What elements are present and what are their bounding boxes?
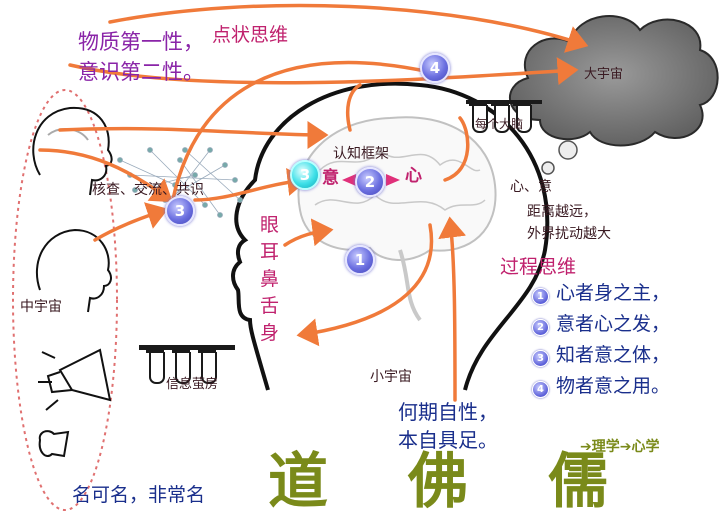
verify-exchange-consensus-label: 核查、交流、共识: [92, 182, 204, 198]
process-item: 1 心者身之主，: [532, 284, 722, 314]
step-badge-3-network: 3: [165, 196, 195, 226]
megaphone-icon: [38, 348, 112, 458]
process-thinking-title: 过程思维: [500, 256, 577, 278]
xin-label: 心: [405, 166, 422, 186]
step-badge-1: 1: [345, 245, 375, 275]
name-can-be-named-text: 名可名，非常名: [72, 484, 206, 506]
consciousness-second-text: 意识第二性。: [78, 60, 204, 84]
person-head-icon: [32, 106, 113, 313]
self-nature-line2: 本自具足。: [398, 428, 498, 452]
yi-xin-arrows: [342, 174, 400, 186]
cloud-icon: [509, 15, 719, 175]
head-icon: [231, 81, 550, 391]
cognitive-frame-label: 认知框架: [333, 146, 389, 162]
process-item: 2 意者心之发，: [532, 315, 722, 345]
process-item-text: 心者身之主，: [556, 282, 671, 304]
fo-character: 佛: [408, 447, 468, 517]
flow-arrows: [38, 3, 589, 402]
self-nature-line1: 何期自性，: [398, 400, 498, 424]
process-item-text: 物者意之用。: [556, 375, 671, 397]
process-item-number: 1: [532, 288, 549, 305]
ru-character: 儒: [548, 447, 608, 517]
info-lab-label: 信息萤房: [166, 377, 219, 392]
middle-universe-label: 中宇宙: [20, 299, 62, 315]
yi-label: 意: [322, 168, 339, 188]
dao-character: 道: [268, 447, 328, 517]
brain-lab-label: 每个大脑: [475, 117, 524, 131]
step-badge-4: 4: [420, 53, 450, 83]
process-item-text: 知者意之体，: [556, 344, 671, 366]
process-item-number: 2: [532, 319, 549, 336]
point-thinking-text: 点状思维: [212, 24, 289, 46]
matter-first-text: 物质第一性，: [78, 30, 204, 54]
big-universe-label: 大宇宙: [584, 67, 624, 82]
step-badge-2: 2: [355, 167, 385, 197]
process-item-number: 3: [532, 350, 549, 367]
distance-note-line3: 外界扰动越大: [527, 226, 611, 242]
small-universe-label: 小宇宙: [370, 369, 412, 385]
middle-universe-boundary: [12, 89, 118, 511]
process-item: 3 知者意之体，: [532, 346, 722, 376]
process-item-number: 4: [532, 381, 549, 398]
distance-note-line1: 心、意: [510, 179, 552, 195]
step-badge-3-cognition: 3: [290, 160, 320, 190]
lixue-xinxue-label: ➔理学➔心学: [580, 439, 660, 455]
senses-label: 眼耳鼻舌身: [260, 214, 280, 344]
process-item: 4 物者意之用。: [532, 377, 722, 407]
process-item-text: 意者心之发，: [556, 313, 671, 335]
distance-note-line2: 距离越远，: [527, 204, 597, 220]
